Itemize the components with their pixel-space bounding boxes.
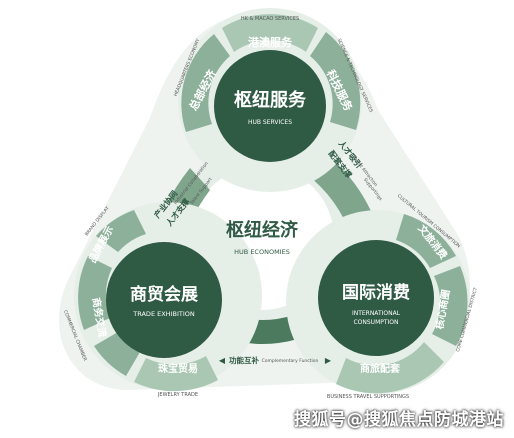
hub-services-tab-top-label: 港澳服务 xyxy=(248,35,293,49)
trade-exhibition-tab-top xyxy=(96,210,146,252)
watermark: 搜狐号@搜狐焦点防城港站 xyxy=(294,410,504,430)
trade-exhibition-tab-bottom2 xyxy=(134,356,218,392)
trade-exhibition-node xyxy=(106,242,222,358)
hub-services-tab-top xyxy=(222,14,318,52)
intl-consumption-subtitle-2: CONSUMPTION xyxy=(353,319,398,326)
trade-exhibition-subtitle: TRADE EXHIBITION xyxy=(132,310,195,318)
intl-consumption-tab-bottom xyxy=(336,342,444,394)
trade-exhibition-en-bottom: JEWELRY TRADE xyxy=(157,392,198,398)
hub-services-tab-left xyxy=(181,34,230,132)
intl-consumption-subtitle-1: INTERNATIONAL xyxy=(352,310,401,317)
connector-bottom-arrow-right: ▶ xyxy=(325,356,332,365)
trade-exhibition-title: 商贸会展 xyxy=(130,284,198,305)
intl-consumption-tab-bottom-label: 商旅配套 xyxy=(360,362,401,375)
center-subtitle: HUB ECONOMIES xyxy=(234,248,290,256)
connector-bottom-arrow-left: ◀ xyxy=(219,356,226,365)
connector-bottom-en: Complementary Function xyxy=(262,358,319,364)
center-title: 枢纽经济 xyxy=(226,219,299,241)
intl-consumption-tab-top xyxy=(396,214,456,268)
hub-services-tab-right xyxy=(310,32,361,130)
intl-consumption-tab-right xyxy=(432,266,468,346)
intl-consumption-en-bottom: BUSINESS TRAVEL SUPPORTINGS xyxy=(327,394,409,400)
intl-consumption-node xyxy=(318,240,434,356)
hub-services-subtitle: HUB SERVICES xyxy=(248,119,292,126)
trade-exhibition-tab-left xyxy=(78,256,112,330)
hub-services-title: 枢纽服务 xyxy=(234,89,307,111)
hub-services-node xyxy=(214,50,326,162)
trade-exhibition-tab-bottom xyxy=(94,332,140,376)
hub-services-en-top: HK & MACAO SERVICES xyxy=(241,16,299,22)
trade-exhibition-tab-bottom-label: 珠宝贸易 xyxy=(158,362,198,375)
intl-consumption-title: 国际消费 xyxy=(342,282,410,303)
connector-bottom-cn: 功能互补 xyxy=(229,355,259,365)
